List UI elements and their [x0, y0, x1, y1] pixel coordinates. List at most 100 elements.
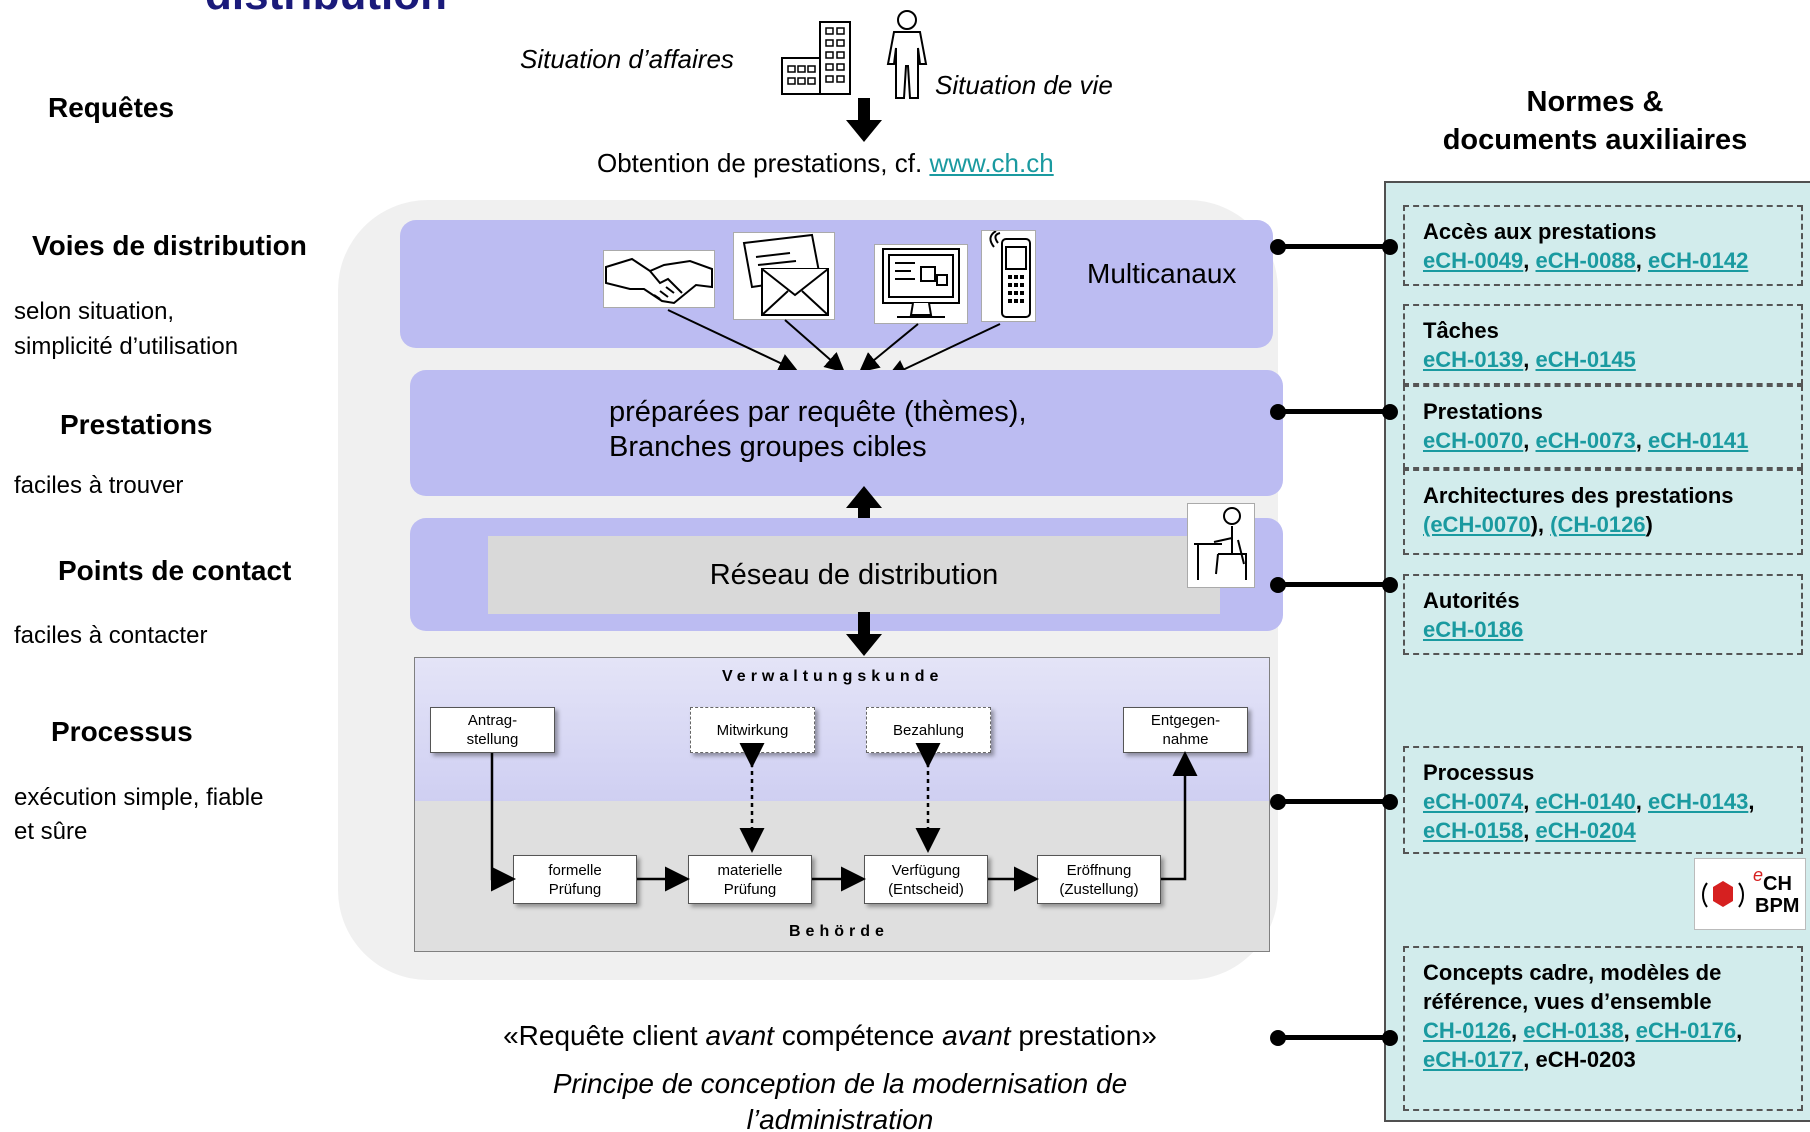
processus-sub-2: et sûre: [14, 818, 88, 845]
ech-bpm-logo: e CH BPM: [1694, 858, 1806, 930]
ref-concepts-title-1: Concepts cadre, modèles de: [1423, 960, 1722, 985]
quote-part-e: prestation»: [1010, 1020, 1157, 1051]
quote-part-d: avant: [942, 1020, 1011, 1051]
link-ech-0158[interactable]: eCH-0158: [1423, 818, 1524, 843]
link-ech-0145[interactable]: eCH-0145: [1535, 347, 1636, 372]
ref-processus-links-2: eCH-0158, eCH-0204: [1423, 818, 1636, 843]
link-ech-0142[interactable]: eCH-0142: [1648, 248, 1749, 273]
process-diagram: Verwaltungskunde Behörde Antrag- stellun…: [414, 657, 1270, 952]
mobile-phone-icon: [981, 230, 1036, 322]
connector-multicanaux: [1278, 244, 1390, 249]
prestations-band: [410, 370, 1283, 496]
ref-acces: Accès aux prestations eCH-0049, eCH-0088…: [1403, 205, 1803, 286]
quote-part-a: «Requête client: [503, 1020, 706, 1051]
connector-quote: [1278, 1035, 1390, 1040]
connector-dot: [1382, 794, 1398, 810]
link-ech-0138[interactable]: eCH-0138: [1523, 1018, 1624, 1043]
link-ech-0074[interactable]: eCH-0074: [1423, 789, 1524, 814]
ref-processus-links: eCH-0074, eCH-0140, eCH-0143,: [1423, 789, 1755, 814]
step-entgegennahme: Entgegen- nahme: [1123, 707, 1248, 753]
ref-archi-links: (eCH-0070), (CH-0126): [1423, 512, 1653, 537]
ch-ch-link[interactable]: www.ch.ch: [929, 148, 1054, 178]
convergence-arrows: [667, 309, 1001, 379]
logo-bpm: BPM: [1755, 895, 1800, 917]
connector-dot: [1270, 404, 1286, 420]
link-ech-0073[interactable]: eCH-0073: [1535, 428, 1636, 453]
link-ech-0177[interactable]: eCH-0177: [1423, 1047, 1524, 1072]
link-ech-0049[interactable]: eCH-0049: [1423, 248, 1524, 273]
ech-logo-icon: [1702, 881, 1744, 908]
principle-line-1: Principe de conception de la modernisati…: [552, 1068, 1128, 1099]
ref-processus: Processus eCH-0074, eCH-0140, eCH-0143, …: [1403, 746, 1803, 854]
link-ech-0088[interactable]: eCH-0088: [1535, 248, 1636, 273]
step-antragstellung: Antrag- stellung: [430, 707, 555, 753]
desk-worker-icon: [1187, 503, 1255, 588]
connector-dot: [1270, 577, 1286, 593]
link-ech-0204[interactable]: eCH-0204: [1535, 818, 1636, 843]
link-ech-0176[interactable]: eCH-0176: [1635, 1018, 1737, 1043]
ref-processus-title: Processus: [1423, 760, 1535, 785]
quote-part-b: avant: [705, 1020, 774, 1051]
ref-archi-title: Architectures des prestations: [1423, 483, 1734, 508]
mail-icon: [733, 232, 835, 320]
principle-line-2: l’administration: [746, 1104, 934, 1132]
processus-sub-1: exécution simple, fiable: [14, 784, 264, 811]
down-arrow-icon-2: [846, 612, 882, 656]
ref-concepts-links-2: eCH-0177, eCH-0203: [1423, 1047, 1636, 1072]
quote-line: «Requête client avant compétence avant p…: [440, 1020, 1220, 1052]
link-ch-0126[interactable]: CH-0126: [1423, 1018, 1512, 1043]
verwaltungskunde-label: Verwaltungskunde: [722, 668, 944, 685]
logo-e: e: [1753, 865, 1764, 885]
link-ech-0139[interactable]: eCH-0139: [1423, 347, 1524, 372]
quote-part-c: compétence: [773, 1020, 943, 1051]
normes-panel: Accès aux prestations eCH-0049, eCH-0088…: [1384, 181, 1810, 1122]
connector-dot: [1382, 404, 1398, 420]
prestations-sub: faciles à trouver: [14, 472, 184, 499]
label-voies: Voies de distribution: [32, 230, 307, 261]
normes-header-line-1: Normes &: [1526, 86, 1664, 118]
ref-prestations-title: Prestations: [1423, 399, 1543, 424]
connector-dot: [1382, 577, 1398, 593]
connector-dot: [1270, 1030, 1286, 1046]
obtention-label: Obtention de prestations, cf.: [597, 148, 923, 178]
voies-sub-1: selon situation,: [14, 298, 175, 325]
link-ech-0140[interactable]: eCH-0140: [1535, 789, 1636, 814]
prestations-text: préparées par requête (thèmes), Branches…: [609, 395, 1027, 465]
situation-vie: Situation de vie: [935, 70, 1113, 100]
link-ech-0070-archi[interactable]: (eCH-0070: [1423, 512, 1531, 537]
ref-acces-links: eCH-0049, eCH-0088, eCH-0142: [1423, 248, 1749, 273]
page-title: distribution: [205, 0, 447, 20]
label-points-contact: Points de contact: [58, 555, 292, 586]
obtention-text: Obtention de prestations, cf. www.ch.ch: [597, 148, 1054, 179]
ref-taches-title: Tâches: [1423, 318, 1499, 343]
link-ch-0126-archi[interactable]: (CH-0126: [1550, 512, 1646, 537]
multicanaux-band: [400, 220, 1273, 348]
connector-dot: [1270, 239, 1286, 255]
step-verfuegung: Verfügung (Entscheid): [864, 855, 988, 904]
behoerde-label: Behörde: [789, 923, 889, 940]
computer-icon: [874, 244, 968, 324]
ref-acces-title: Accès aux prestations: [1423, 219, 1657, 244]
connector-reseau: [1278, 582, 1390, 587]
link-ech-0143[interactable]: eCH-0143: [1648, 789, 1749, 814]
ref-concepts-title-2: référence, vues d’ensemble: [1423, 989, 1712, 1014]
link-ech-0141[interactable]: eCH-0141: [1648, 428, 1749, 453]
ref-prestations: Prestations eCH-0070, eCH-0073, eCH-0141: [1403, 385, 1803, 469]
step-formelle-pruefung: formelle Prüfung: [513, 855, 637, 904]
connector-dot: [1382, 239, 1398, 255]
prestations-line-1: préparées par requête (thèmes),: [609, 396, 1027, 428]
label-prestations: Prestations: [60, 409, 213, 440]
connector-dot: [1270, 794, 1286, 810]
down-arrow-icon: [846, 98, 882, 142]
label-processus: Processus: [51, 716, 193, 747]
connector-dot: [1382, 1030, 1398, 1046]
prestations-line-2: Branches groupes cibles: [609, 431, 927, 463]
ref-taches-links: eCH-0139, eCH-0145: [1423, 347, 1636, 372]
link-ech-0186[interactable]: eCH-0186: [1423, 617, 1524, 642]
step-materielle-pruefung: materielle Prüfung: [688, 855, 812, 904]
voies-sub-2: simplicité d’utilisation: [14, 333, 239, 360]
link-ech-0070[interactable]: eCH-0070: [1423, 428, 1524, 453]
contact-sub: faciles à contacter: [14, 622, 208, 649]
normes-header: Normes & documents auxiliaires: [1400, 83, 1790, 159]
ref-autorites-title: Autorités: [1423, 588, 1520, 613]
